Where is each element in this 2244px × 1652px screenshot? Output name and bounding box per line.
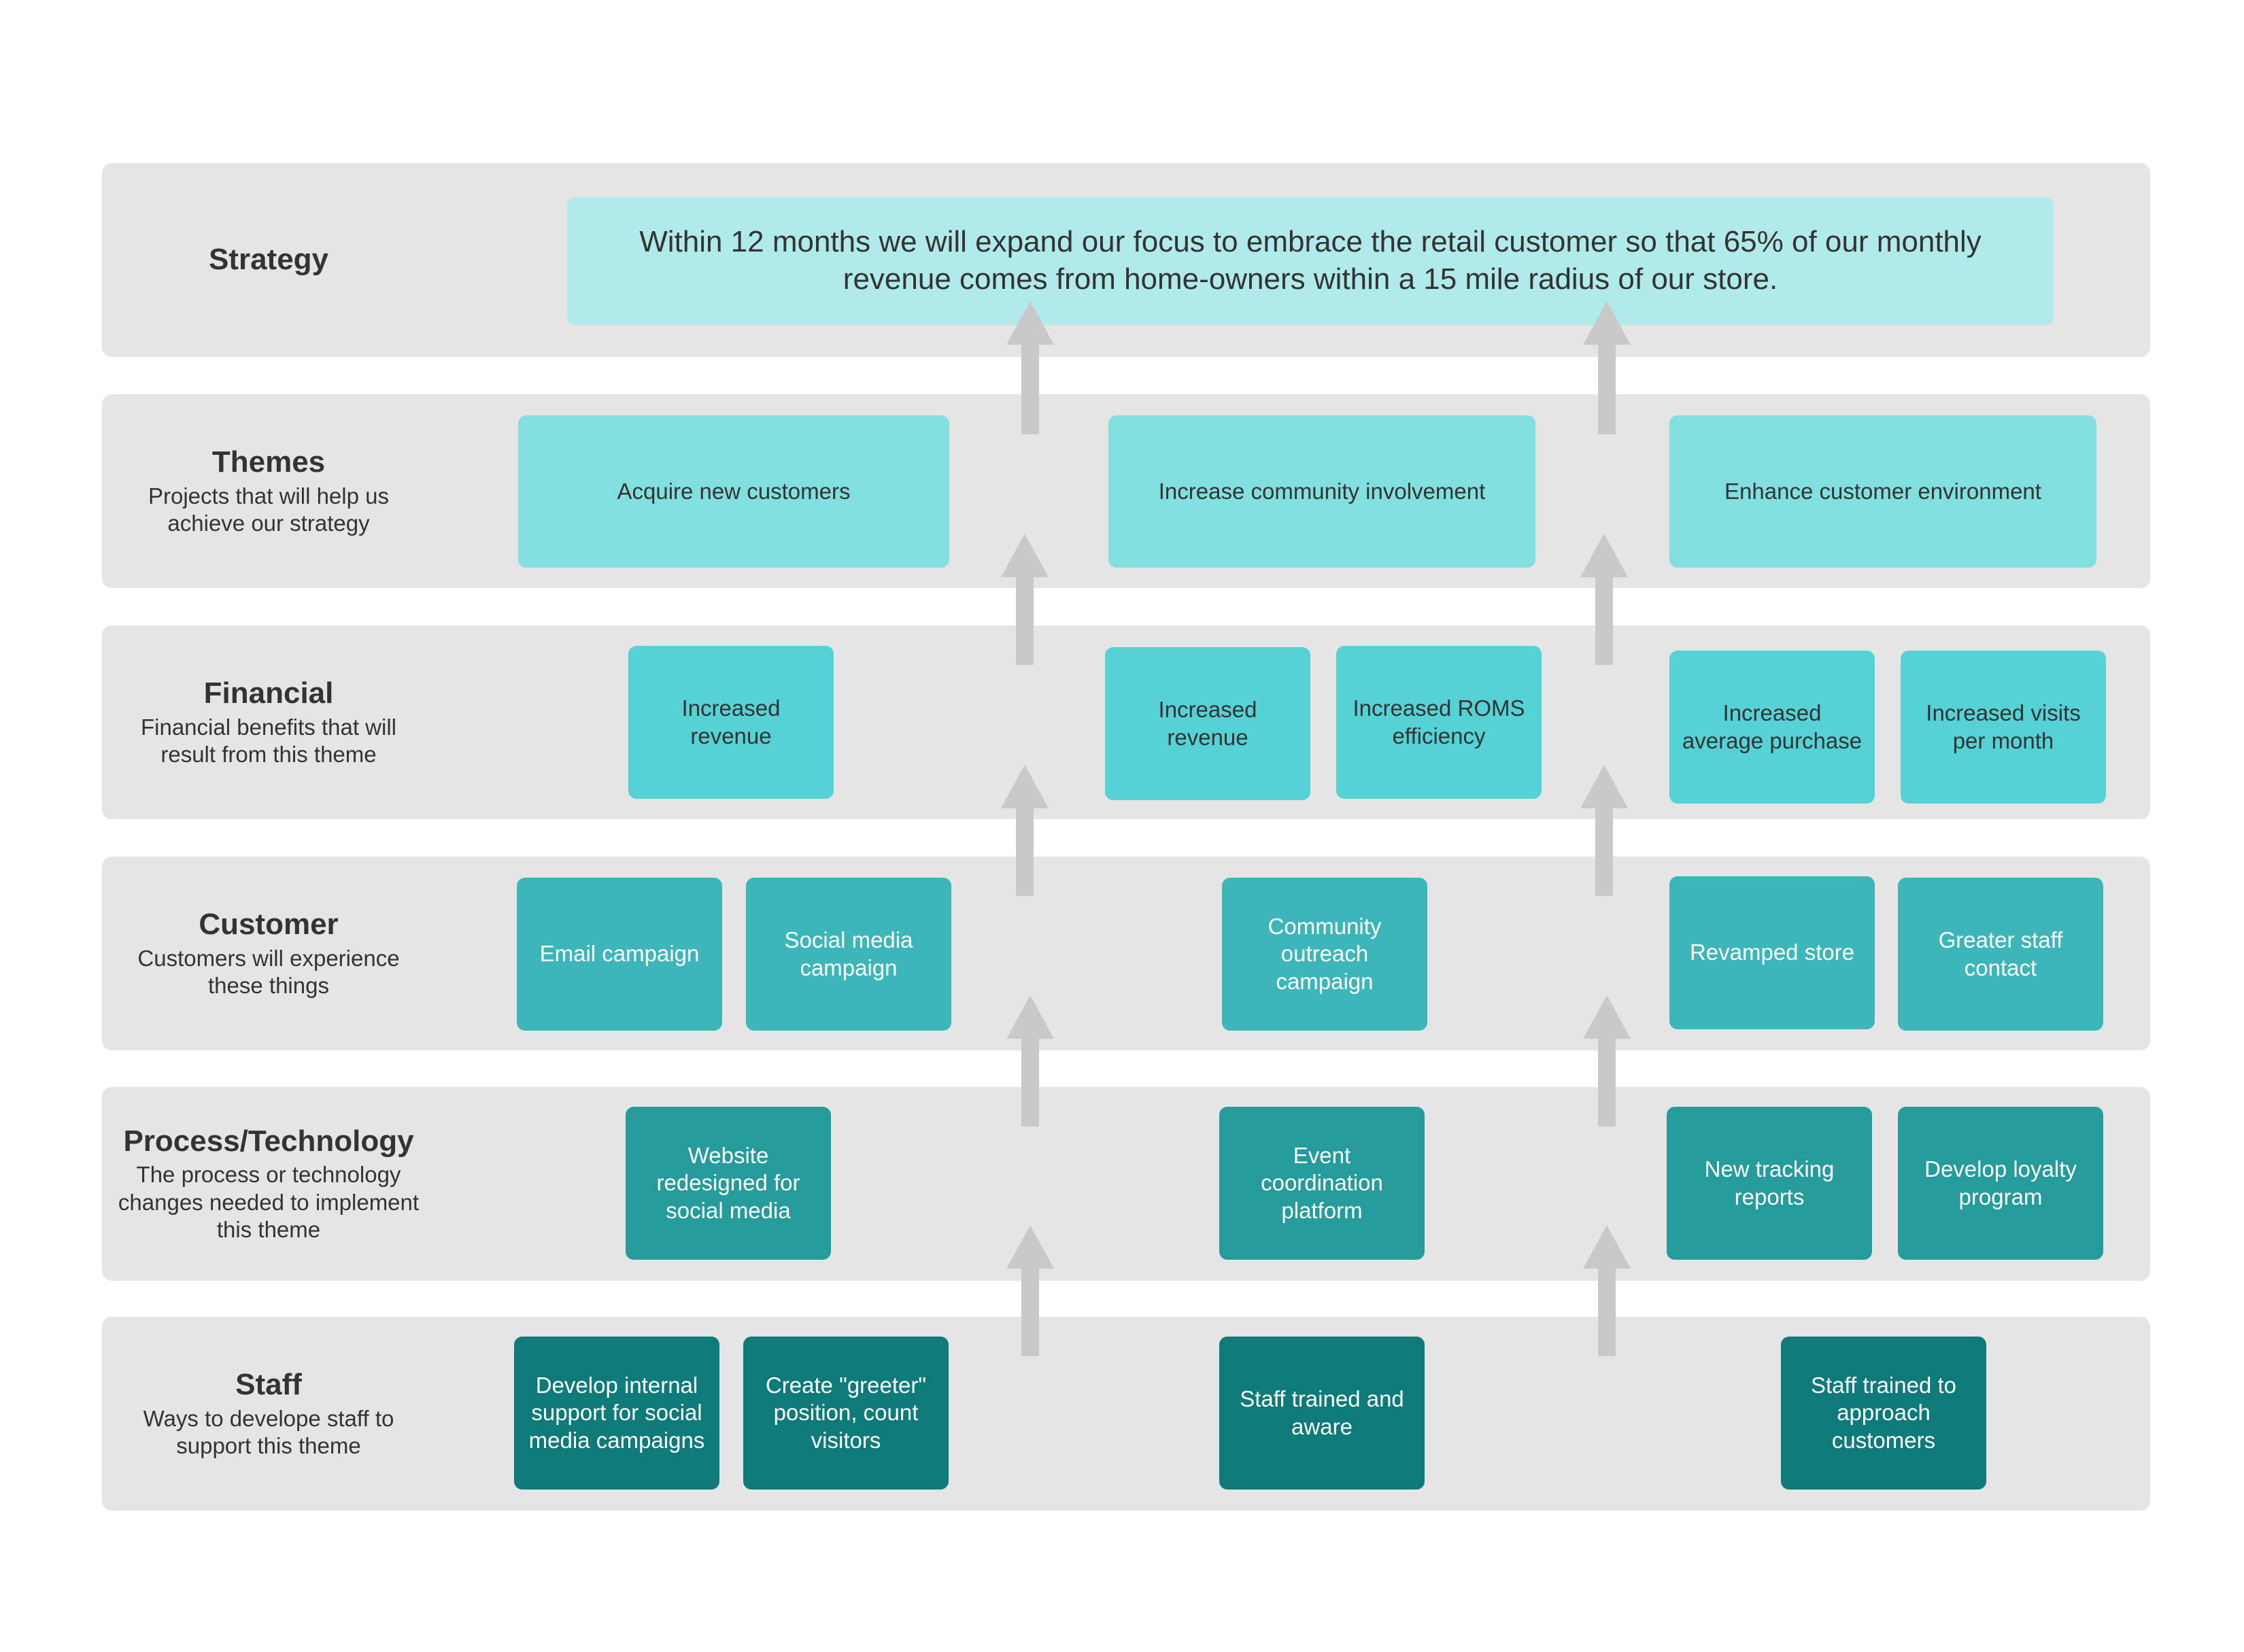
strategy-statement-box: Within 12 months we will expand our focu… bbox=[567, 197, 2054, 325]
strategy-row-title: Strategy bbox=[208, 243, 329, 277]
staff-row-label: Staff Ways to develope staff to support … bbox=[102, 1317, 435, 1511]
financial-row-title: Financial bbox=[203, 676, 334, 710]
up-arrow-icon bbox=[1001, 765, 1049, 896]
financial-box: Increased revenue bbox=[1105, 647, 1310, 800]
themes-row-subtitle: Projects that will help us achieve our s… bbox=[148, 483, 389, 536]
up-arrow-icon bbox=[1583, 1225, 1631, 1356]
customer-row-subtitle: Customers will experience these things bbox=[137, 945, 400, 998]
customer-box: Social media campaign bbox=[746, 878, 951, 1031]
staff-box: Staff trained and aware bbox=[1219, 1337, 1425, 1490]
financial-box: Increased average purchase bbox=[1669, 651, 1875, 804]
theme-box: Acquire new customers bbox=[518, 415, 949, 568]
theme-box: Enhance customer environment bbox=[1669, 415, 2096, 568]
process-box: Develop loyalty program bbox=[1898, 1107, 2103, 1260]
process-row-title: Process/Technology bbox=[123, 1124, 414, 1158]
customer-box: Email campaign bbox=[517, 878, 722, 1031]
customer-box: Community outreach campaign bbox=[1222, 878, 1427, 1031]
process-box: New tracking reports bbox=[1667, 1107, 1872, 1260]
financial-box: Increased ROMS efficiency bbox=[1336, 646, 1542, 799]
financial-row-label: Financial Financial benefits that will r… bbox=[102, 625, 435, 819]
theme-box: Increase community involvement bbox=[1108, 415, 1535, 568]
staff-box: Create "greeter" position, count visitor… bbox=[743, 1337, 949, 1490]
staff-row-title: Staff bbox=[235, 1367, 302, 1401]
process-box: Website redesigned for social media bbox=[626, 1107, 831, 1260]
themes-row-title: Themes bbox=[211, 445, 326, 479]
up-arrow-icon bbox=[1006, 301, 1054, 434]
customer-box: Revamped store bbox=[1669, 876, 1875, 1029]
financial-row-subtitle: Financial benefits that will result from… bbox=[140, 714, 397, 767]
up-arrow-icon bbox=[1001, 534, 1049, 665]
staff-box: Develop internal support for social medi… bbox=[514, 1337, 719, 1490]
up-arrow-icon bbox=[1583, 301, 1631, 434]
up-arrow-icon bbox=[1006, 995, 1054, 1126]
financial-box: Increased revenue bbox=[628, 646, 834, 799]
staff-box: Staff trained to approach customers bbox=[1781, 1337, 1986, 1490]
customer-row-label: Customer Customers will experience these… bbox=[102, 857, 435, 1050]
customer-row-title: Customer bbox=[199, 907, 339, 941]
process-box: Event coordination platform bbox=[1219, 1107, 1425, 1260]
themes-row-label: Themes Projects that will help us achiev… bbox=[102, 394, 435, 588]
staff-row-subtitle: Ways to develope staff to support this t… bbox=[143, 1405, 394, 1458]
up-arrow-icon bbox=[1580, 534, 1628, 665]
customer-box: Greater staff contact bbox=[1898, 878, 2103, 1031]
strategy-row-label: Strategy bbox=[102, 163, 435, 357]
up-arrow-icon bbox=[1580, 765, 1628, 896]
financial-box: Increased visits per month bbox=[1901, 651, 2106, 804]
process-row-label: Process/Technology The process or techno… bbox=[102, 1087, 435, 1281]
up-arrow-icon bbox=[1583, 995, 1631, 1126]
process-row-subtitle: The process or technology changes needed… bbox=[118, 1162, 420, 1242]
up-arrow-icon bbox=[1006, 1225, 1054, 1356]
